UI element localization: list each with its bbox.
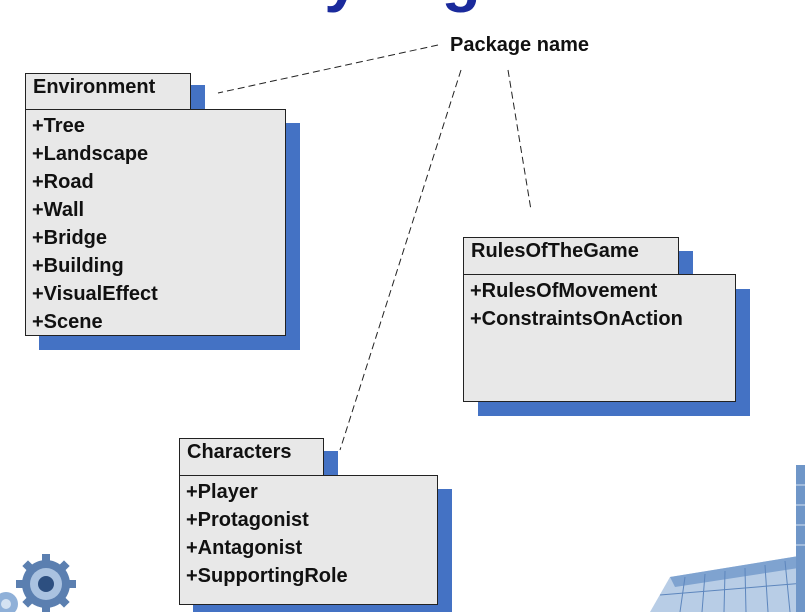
package-member: +Landscape [32,143,149,165]
package-name: Environment [33,76,156,98]
package-body: +RulesOfMovement +ConstraintsOnAction [463,274,736,402]
connector-to-characters [339,69,462,451]
package-member: +Building [32,255,124,277]
package-member: +Antagonist [186,537,303,559]
package-member: +Player [186,481,258,503]
package-name-callout: Package name [450,34,589,56]
package-member: +Wall [32,199,85,221]
package-tab: RulesOfTheGame [463,237,679,275]
package-body: +Player +Protagonist +Antagonist +Suppor… [179,475,438,605]
package-member: +SupportingRole [186,565,348,587]
package-tab: Characters [179,438,324,476]
package-member: +Protagonist [186,509,309,531]
slide-title: y D g [0,0,805,12]
package-body: +Tree +Landscape +Road +Wall +Bridge +Bu… [25,109,286,336]
package-member: +RulesOfMovement [470,280,658,302]
package-member: +Bridge [32,227,108,249]
package-member: +Scene [32,311,103,333]
package-member: +Tree [32,115,85,137]
package-tab: Environment [25,73,191,110]
connector-to-rules [507,69,532,211]
connector-to-environment [217,44,439,94]
package-name: RulesOfTheGame [471,240,639,262]
package-member: +VisualEffect [32,283,158,305]
package-member: +ConstraintsOnAction [470,308,683,330]
package-member: +Road [32,171,94,193]
building-image [650,465,805,612]
package-name: Characters [187,441,292,463]
gear-icon [0,554,76,612]
